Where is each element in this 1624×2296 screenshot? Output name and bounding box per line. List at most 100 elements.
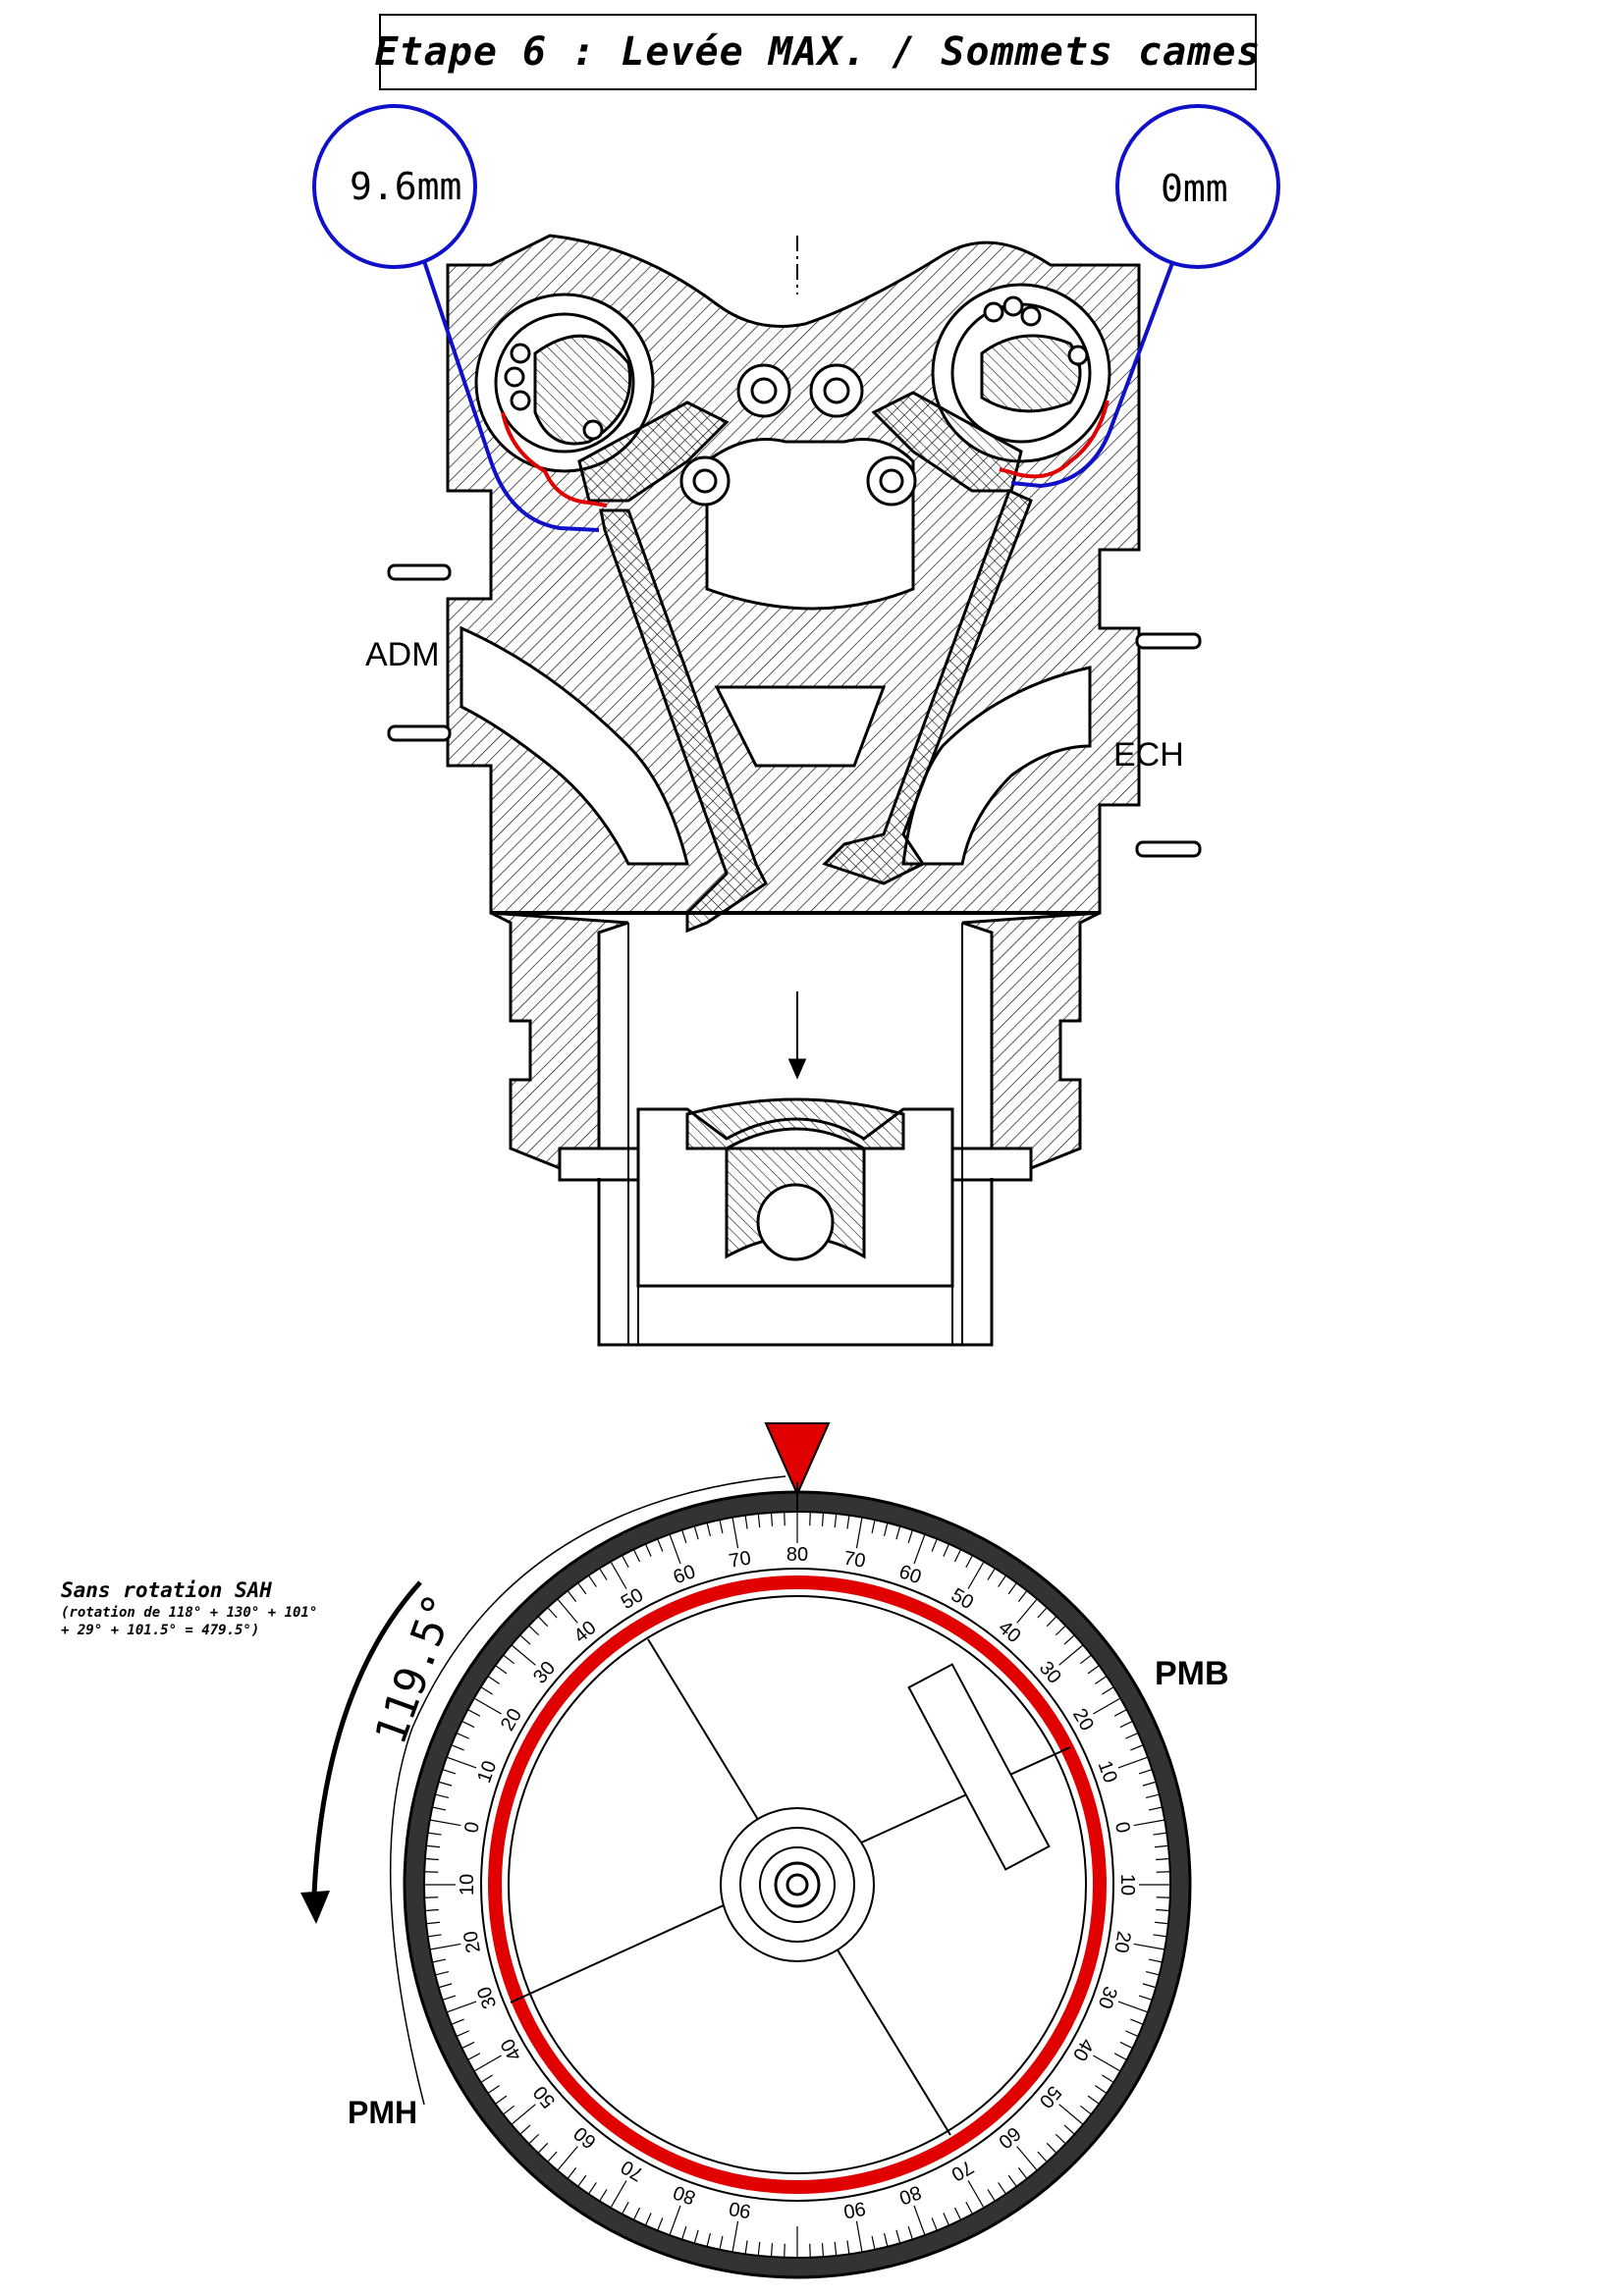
dial-tick xyxy=(770,1512,774,1526)
dial-tick xyxy=(557,1598,578,1624)
page-title: Etape 6 : Levée MAX. / Sommets cames xyxy=(374,29,1262,75)
dial-tick xyxy=(567,1590,577,1602)
dial-tick xyxy=(907,2225,913,2240)
dial-tick xyxy=(424,1857,439,1861)
dial-tick xyxy=(965,1555,973,1569)
left-scale-label: 0 xyxy=(460,1820,484,1835)
dial-tick xyxy=(1055,2133,1066,2145)
dial-tick xyxy=(1007,1582,1017,1595)
dial-tick xyxy=(1080,1654,1092,1665)
dial-tick xyxy=(1138,1995,1153,2001)
dial-tick xyxy=(943,1543,950,1557)
dial-tick xyxy=(855,2220,863,2253)
dial-tick xyxy=(834,1514,838,1528)
dial-tick xyxy=(757,2241,761,2256)
dial-tick xyxy=(1145,1970,1160,1976)
dial-tick xyxy=(427,1832,442,1836)
dial-tick xyxy=(1142,1983,1157,1989)
dial-tick xyxy=(511,2104,536,2125)
dial-tick xyxy=(895,1525,901,1540)
dial-tick xyxy=(855,1517,863,1549)
dial-tick xyxy=(998,1575,1006,1587)
dial-tick xyxy=(480,1686,493,1695)
dial-tick xyxy=(438,1781,453,1787)
dial-tick xyxy=(744,2240,748,2255)
dial-tick xyxy=(1117,2001,1149,2013)
intake-side-label: ADM xyxy=(365,636,440,673)
dial-tick xyxy=(657,1538,664,1552)
dial-tick xyxy=(519,2124,531,2135)
dial-tick xyxy=(1055,1625,1066,1636)
dial-tick xyxy=(442,1769,457,1775)
dial-tick xyxy=(895,2229,901,2244)
dial-tick xyxy=(706,2232,712,2247)
dial-tick xyxy=(577,2174,587,2187)
left-scale-label: 10 xyxy=(457,1874,478,1896)
dial-tick xyxy=(1063,2124,1075,2135)
dial-tick xyxy=(599,2189,608,2202)
dial-tick xyxy=(987,1568,996,1580)
dial-tick xyxy=(622,1555,629,1569)
dial-tick xyxy=(446,1756,477,1769)
dial-tick xyxy=(1153,1832,1167,1836)
dial-tick xyxy=(1037,2151,1048,2163)
dial-tick xyxy=(693,2229,699,2244)
dial-tick xyxy=(632,2207,641,2220)
dial-tick xyxy=(610,1561,627,1589)
dial-tick xyxy=(424,1908,439,1912)
dial-tick xyxy=(1087,1665,1100,1675)
intake-camshaft xyxy=(494,312,635,454)
dial-tick xyxy=(495,1665,508,1675)
dial-tick xyxy=(495,2095,508,2105)
dial-tick xyxy=(567,2167,577,2179)
right-scale-label: 20 xyxy=(1110,1929,1135,1954)
exhaust-side-label: ECH xyxy=(1113,736,1184,774)
dial-tick xyxy=(1156,1857,1170,1861)
dial-tick xyxy=(1087,2095,1100,2105)
dial-tick xyxy=(537,1616,549,1628)
dial-tick xyxy=(987,2189,996,2202)
dial-tick xyxy=(1154,1921,1168,1925)
dial-tick xyxy=(451,2018,464,2025)
right-scale-label: 70 xyxy=(841,1547,867,1573)
dial-tick xyxy=(1102,1686,1114,1695)
right-scale-label: 90 xyxy=(841,2197,867,2222)
dial-tick xyxy=(487,1676,500,1684)
head-studs xyxy=(387,563,1202,858)
dial-tick xyxy=(547,1607,558,1619)
dial-tick xyxy=(846,2240,850,2255)
dial-tick xyxy=(821,1512,825,1526)
dial-tick xyxy=(1017,2167,1028,2179)
dial-tick xyxy=(435,1793,450,1799)
dial-tick xyxy=(821,2243,825,2258)
dial-tick xyxy=(871,1520,876,1534)
dial-tick xyxy=(1138,1769,1153,1775)
dial-tick xyxy=(588,1575,597,1587)
left-scale-label: 20 xyxy=(460,1929,485,1954)
dial-tick xyxy=(487,2085,500,2094)
dial-tick xyxy=(429,1819,461,1827)
dial-tick xyxy=(1017,1590,1028,1602)
dial-tick xyxy=(931,1538,938,1552)
dial-tick xyxy=(883,1522,889,1537)
rotation-note-detail: (rotation de 118° + 130° + 101° + 29° + … xyxy=(61,1605,318,1638)
dial-tick xyxy=(657,2217,664,2231)
dial-tick xyxy=(1102,2074,1114,2083)
exhaust-valve xyxy=(822,488,1033,885)
dial-tick xyxy=(1016,2146,1038,2171)
dial-tick xyxy=(681,2225,687,2240)
right-scale-label: 0 xyxy=(1110,1820,1134,1835)
dial-tick xyxy=(446,2001,477,2013)
dial-tick xyxy=(913,2205,926,2236)
index-marker xyxy=(764,1422,831,1497)
pmb-label: PMB xyxy=(1155,1655,1229,1692)
dial-tick xyxy=(537,2142,549,2154)
dial-tick xyxy=(451,1744,464,1751)
dial-tick xyxy=(1156,1908,1170,1912)
rotation-note: Sans rotation SAH (rotation de 118° + 13… xyxy=(61,1578,326,1639)
dial-tick xyxy=(1142,1781,1157,1787)
dial-tick xyxy=(480,2074,493,2083)
dial-tick xyxy=(770,2243,774,2258)
dial-tick xyxy=(1046,2142,1057,2154)
